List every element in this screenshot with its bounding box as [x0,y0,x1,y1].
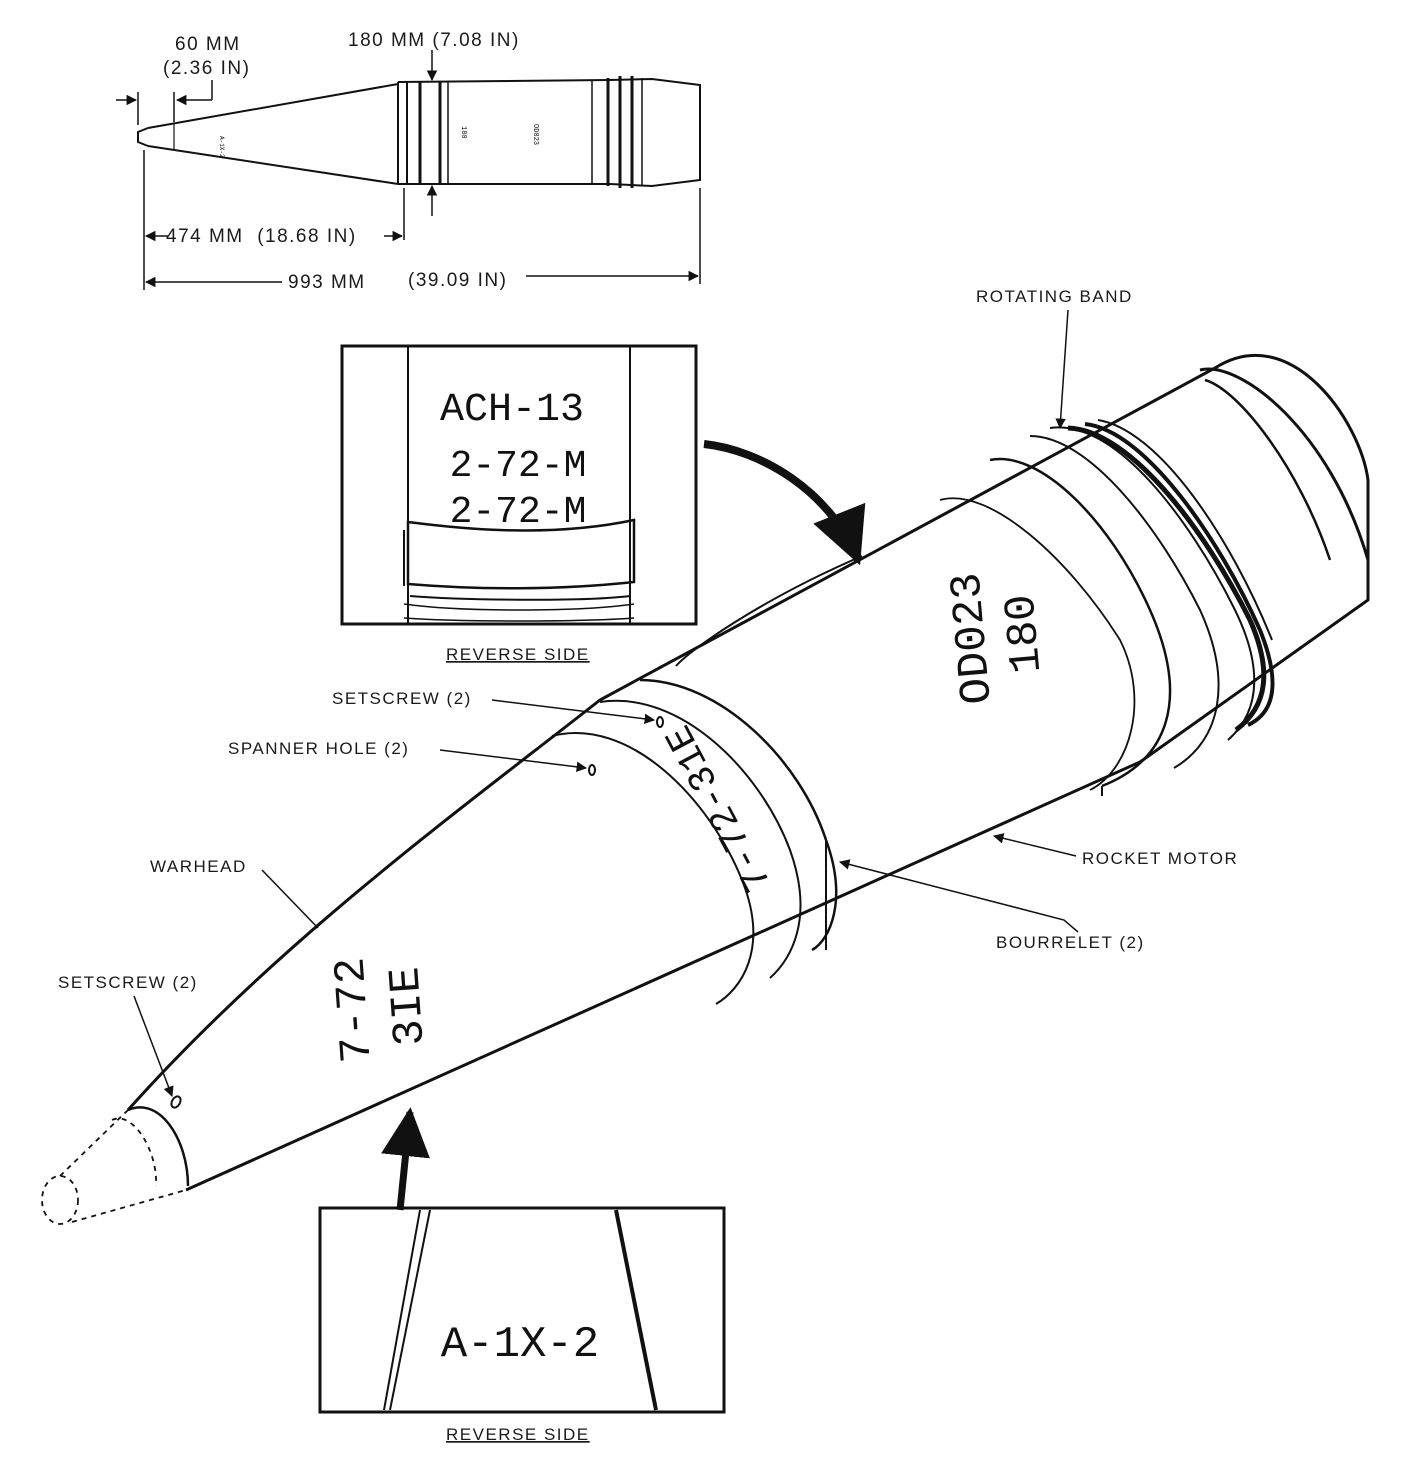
tip-dimension-mm: 60 MM [175,34,241,55]
overall-length-label: 993 MM [288,272,366,293]
rotating-band [1049,426,1256,741]
tip-dimension-in: (2.36 IN) [163,58,250,79]
setscrew-hole-upper [656,716,664,728]
top-inset-arrow [703,440,866,566]
projectile-body-outline [126,353,1370,1192]
warhead-stencil: 7-72 3IE [326,956,436,1065]
bottom-inset-caption: REVERSE SIDE [446,1425,590,1444]
top-inset: ACH-13 2-72-M 2-72-M REVERSE SIDE [340,344,866,664]
top-inset-caption: REVERSE SIDE [446,645,590,664]
overall-length-dimension: 993 MM (39.09 IN) [144,188,701,293]
warhead-length-label: 474 MM (18.68 IN) [166,226,357,247]
bottom-inset-line1: A-1X-2 [441,1320,599,1370]
fuze-dashed [41,1109,187,1225]
diameter-dimension-label: 180 MM (7.08 IN) [348,30,520,51]
callout-warhead: WARHEAD [150,857,247,876]
bottom-inset-arrow [381,1107,430,1211]
callout-rotating-band: ROTATING BAND [976,287,1133,306]
svg-text:OD023: OD023 [531,124,539,145]
isometric-projectile: OD023 180 7-72-31E 7-72 3IE [41,353,1370,1225]
svg-text:A-1X-2: A-1X-2 [218,136,225,158]
top-inset-line2: 2-72-M [450,445,587,488]
bourrelet-ring [639,678,838,952]
side-view-projectile-outline: A-1X-2 180 OD023 [137,76,701,188]
bottom-inset: A-1X-2 REVERSE SIDE [318,1107,726,1444]
callouts: ROTATING BAND SETSCREW (2) SPANNER HOLE … [58,287,1238,1097]
callout-spanner-hole: SPANNER HOLE (2) [228,739,409,758]
spanner-hole [588,764,596,776]
callout-bourrelet: BOURRELET (2) [996,933,1145,952]
diameter-dimension: 180 MM (7.08 IN) [348,30,520,216]
bourrelet-stencil: 7-72-31E [658,717,782,898]
overall-length-inches: (39.09 IN) [408,270,507,291]
callout-rocket-motor: ROCKET MOTOR [1082,849,1238,868]
top-inset-line3: 2-72-M [450,491,587,534]
motor-stencil-line2: 180 [997,592,1054,675]
tip-dimension: 60 MM (2.36 IN) [116,34,250,125]
warhead-stencil-line2: 3IE [381,965,436,1048]
top-inset-line1: ACH-13 [440,388,584,433]
motor-stencil: OD023 180 [942,570,1054,706]
callout-setscrew-upper: SETSCREW (2) [332,689,472,708]
callout-setscrew-lower: SETSCREW (2) [58,973,198,992]
bourrelet-stencil-text: 7-72-31E [658,717,782,898]
warhead-stencil-line1: 7-72 [326,956,383,1065]
setscrew-hole-lower [170,1095,182,1109]
side-view: A-1X-2 180 OD023 60 MM (2.36 IN) 180 MM … [116,30,701,293]
warhead-length-dimension: 474 MM (18.68 IN) [143,150,405,290]
svg-text:180: 180 [459,126,467,139]
motor-stencil-line1: OD023 [942,570,1003,706]
